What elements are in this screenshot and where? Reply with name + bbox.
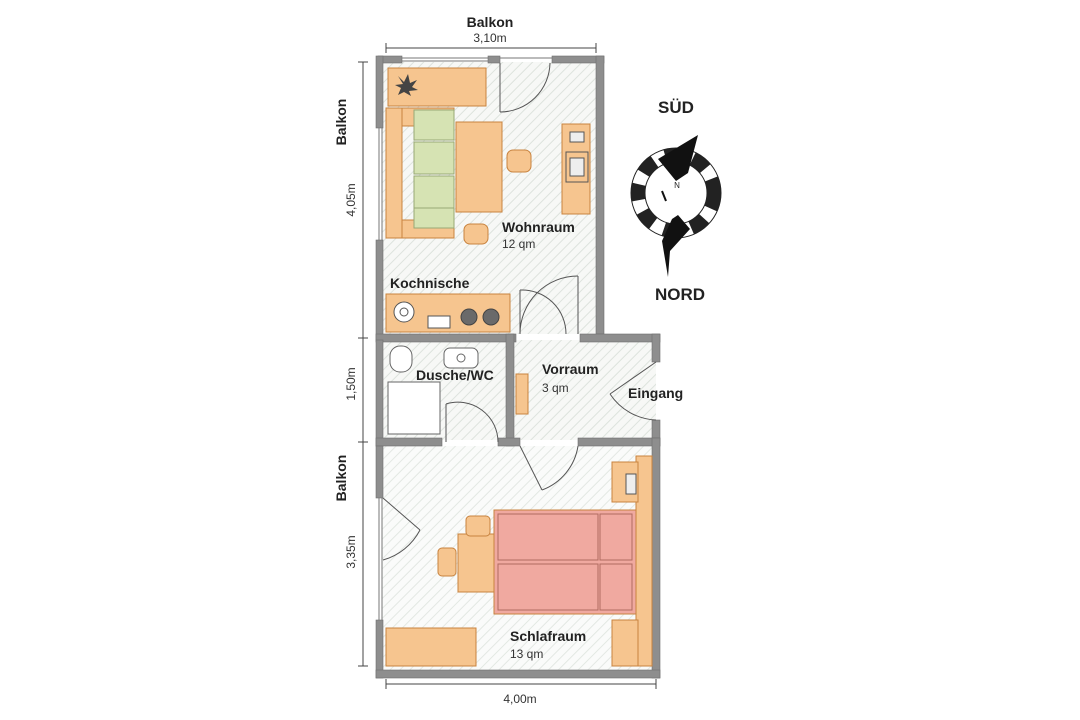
- compass-icon: [630, 135, 722, 277]
- dimension-left-upper: 4,05m: [344, 183, 358, 216]
- coffee-table: [455, 121, 503, 213]
- chair-2: [463, 223, 489, 245]
- compass-label-bottom: NORD: [655, 285, 705, 304]
- plant-icon: [395, 74, 418, 96]
- labels: Balkon 3,10m Balkon 4,05m 1,50m Balkon 3…: [333, 14, 705, 706]
- wardrobe-vorraum: [515, 373, 529, 415]
- tv-icon: [569, 131, 585, 143]
- floor-vorraum: [512, 340, 656, 440]
- room-name-dusche: Dusche/WC: [416, 367, 494, 383]
- stove-icon: [460, 308, 478, 326]
- compass-label-top: SÜD: [658, 98, 694, 117]
- chair-1: [506, 149, 532, 173]
- dimension-left-lower: 3,35m: [344, 535, 358, 568]
- dimension-lines: [358, 43, 657, 689]
- sofa: [385, 107, 403, 239]
- room-area-vorraum: 3 qm: [542, 381, 569, 395]
- dimension-bottom: 4,00m: [503, 692, 536, 706]
- room-name-wohnraum: Wohnraum: [502, 219, 575, 235]
- walls: [375, 55, 661, 679]
- doors: [382, 62, 657, 561]
- balcony-lines: [378, 57, 552, 620]
- wardrobe-bedroom: [635, 455, 653, 667]
- compass-label-center: N: [674, 181, 680, 190]
- shower-tray: [387, 381, 441, 435]
- balcony-label-left-lower: Balkon: [333, 455, 349, 502]
- room-name-kochnische: Kochnische: [390, 275, 470, 291]
- wohnraum-furniture: [385, 67, 591, 245]
- room-area-wohnraum: 12 qm: [502, 237, 535, 251]
- balcony-label-left-upper: Balkon: [333, 99, 349, 146]
- bathroom-fixtures: [387, 345, 479, 435]
- dresser: [385, 627, 477, 667]
- toilet-icon: [389, 345, 413, 373]
- room-name-vorraum: Vorraum: [542, 361, 599, 377]
- room-area-schlafraum: 13 qm: [510, 647, 543, 661]
- desk-bedroom: [457, 533, 495, 593]
- kitchen-counter: [385, 293, 511, 333]
- dimension-top: 3,10m: [473, 31, 506, 45]
- bedroom-furniture: [385, 455, 653, 667]
- room-name-schlafraum: Schlafraum: [510, 628, 586, 644]
- dimension-left-middle: 1,50m: [344, 367, 358, 400]
- balcony-label-top: Balkon: [467, 14, 514, 30]
- room-name-eingang: Eingang: [628, 385, 683, 401]
